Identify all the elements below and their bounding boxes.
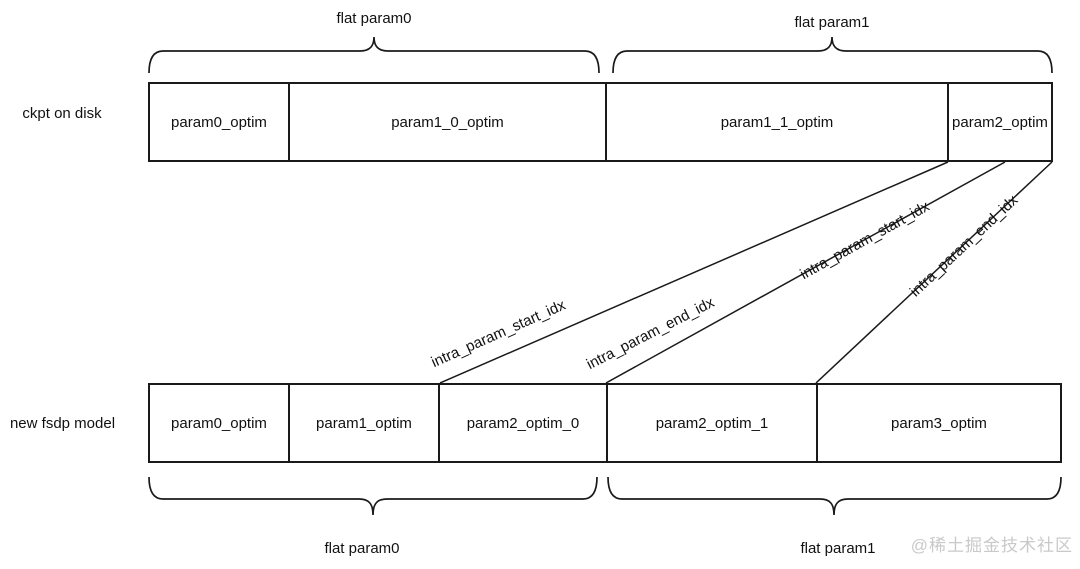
- watermark-juejin-community: @稀土掘金技术社区: [910, 536, 1073, 555]
- brace-bottom-flat-param0: [148, 476, 598, 516]
- bar-segment-param1-0-optim: param1_0_optim: [290, 84, 607, 160]
- bar-segment-param1-optim: param1_optim: [290, 385, 440, 461]
- brace-top-flat-param0: [148, 36, 600, 74]
- bar-segment-param1-1-optim: param1_1_optim: [607, 84, 949, 160]
- label-top-flat-param0: flat param0: [336, 10, 412, 27]
- ckpt-bar: param0_optim param1_0_optim param1_1_opt…: [148, 82, 1053, 162]
- bar-segment-param2-optim-0: param2_optim_0: [440, 385, 608, 461]
- bar-segment-param2-optim: param2_optim: [952, 113, 1048, 131]
- row-label-ckpt-on-disk: ckpt on disk: [22, 105, 102, 122]
- row-label-new-fsdp-model: new fsdp model: [9, 415, 116, 432]
- bar-segment-param0-optim: param0_optim: [150, 84, 290, 160]
- bar-segment-param2-optim-1: param2_optim_1: [608, 385, 818, 461]
- brace-bottom-flat-param1: [607, 476, 1062, 516]
- brace-top-flat-param1: [612, 36, 1053, 74]
- label-top-flat-param1: flat param1: [794, 14, 870, 31]
- label-bottom-flat-param0: flat param0: [324, 540, 400, 557]
- connector-line-start-idx-shard0: [439, 161, 949, 384]
- bar-segment-param3-optim: param3_optim: [891, 414, 987, 432]
- connector-line-end-idx-shard1: [815, 161, 1053, 384]
- fsdp-model-bar: param0_optim param1_optim param2_optim_0…: [148, 383, 1062, 463]
- bar-segment-param0-optim: param0_optim: [150, 385, 290, 461]
- connector-line-split-point: [605, 161, 1006, 384]
- label-bottom-flat-param1: flat param1: [800, 540, 876, 557]
